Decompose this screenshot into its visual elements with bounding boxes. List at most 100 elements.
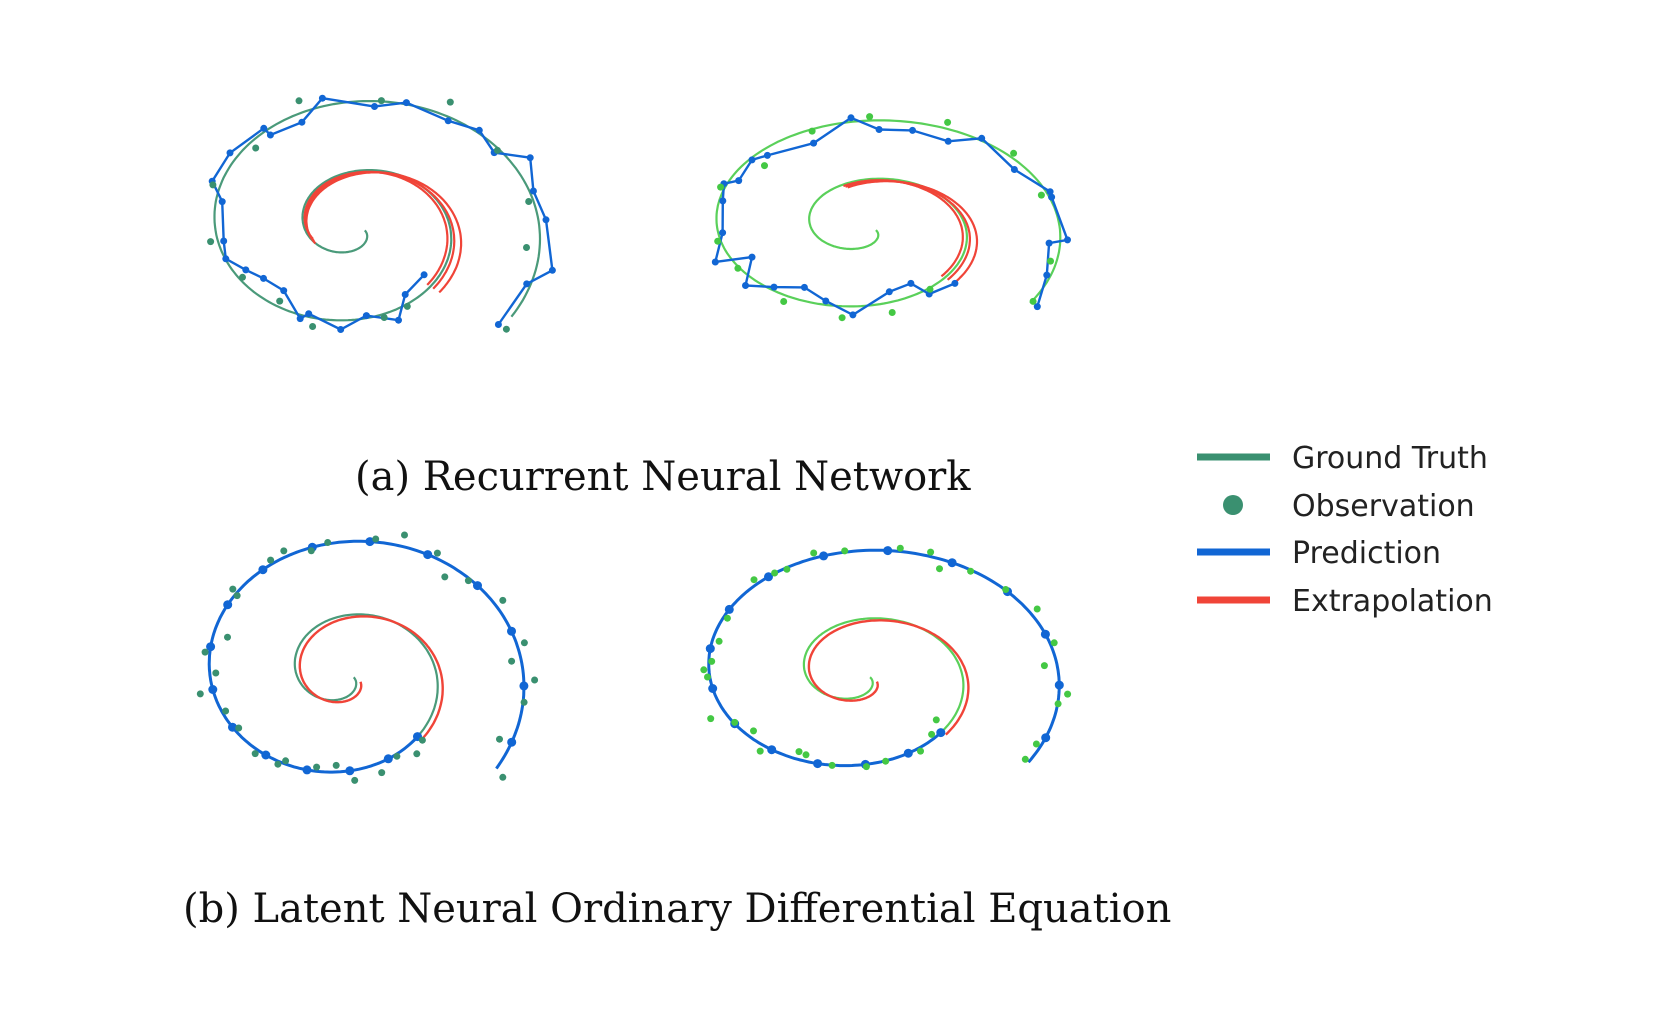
observation-point bbox=[704, 673, 711, 681]
prediction-curve bbox=[707, 548, 1061, 768]
prediction-point bbox=[1043, 271, 1051, 279]
prediction-point bbox=[1064, 236, 1071, 244]
prediction-point bbox=[302, 765, 312, 775]
prediction-point bbox=[708, 684, 718, 693]
observation-point bbox=[780, 298, 788, 305]
prediction-point bbox=[362, 312, 370, 320]
observation-point bbox=[761, 162, 768, 170]
observation-point bbox=[700, 666, 708, 674]
prediction-point bbox=[748, 253, 756, 261]
observation-point bbox=[771, 569, 779, 577]
legend-prediction-label: Prediction bbox=[1292, 536, 1441, 571]
prediction-point bbox=[909, 126, 916, 134]
observation-point bbox=[499, 596, 507, 604]
spiral-plots bbox=[196, 94, 1072, 784]
observation-point bbox=[750, 576, 758, 584]
prediction-point bbox=[395, 316, 402, 324]
prediction-point bbox=[507, 626, 516, 636]
prediction-point bbox=[944, 137, 952, 145]
prediction-point bbox=[444, 117, 452, 125]
observation-point bbox=[313, 763, 321, 771]
prediction-point bbox=[767, 745, 777, 755]
prediction-point bbox=[813, 759, 823, 769]
prediction-point bbox=[1045, 239, 1053, 247]
observation-point bbox=[882, 757, 890, 765]
observation-point bbox=[252, 144, 260, 152]
prediction-curve bbox=[210, 96, 554, 331]
observation-point bbox=[1010, 149, 1018, 157]
observation-point bbox=[808, 127, 816, 135]
caption-latent-ode: (b) Latent Neural Ordinary Differential … bbox=[183, 886, 1171, 932]
observation-point bbox=[295, 97, 303, 105]
observation-point bbox=[1032, 740, 1040, 748]
observation-point bbox=[207, 238, 215, 246]
legend-observation-label: Observation bbox=[1292, 489, 1475, 524]
observation-point bbox=[401, 531, 408, 539]
ground-truth-curve bbox=[715, 119, 1062, 308]
extrapolation-curve bbox=[305, 171, 463, 294]
prediction-point bbox=[218, 198, 226, 206]
prediction-point bbox=[305, 310, 313, 318]
observation-point bbox=[1021, 755, 1029, 763]
prediction-point bbox=[318, 94, 326, 102]
prediction-point bbox=[724, 604, 734, 614]
observation-point bbox=[525, 198, 533, 205]
observation-point bbox=[309, 323, 317, 330]
observation-point bbox=[499, 773, 507, 781]
ground-truth-curve bbox=[213, 100, 542, 322]
prediction-point bbox=[763, 151, 771, 159]
prediction-point bbox=[1054, 680, 1064, 690]
prediction-point bbox=[260, 124, 268, 132]
prediction-point bbox=[226, 149, 234, 157]
prediction-point bbox=[1040, 629, 1050, 639]
prediction-point bbox=[258, 565, 268, 575]
observation-point bbox=[927, 548, 935, 556]
prediction-point bbox=[1010, 166, 1018, 173]
observation-point bbox=[274, 760, 282, 768]
observation-point bbox=[734, 264, 742, 272]
observation-point bbox=[715, 637, 723, 645]
prediction-point bbox=[800, 283, 808, 291]
observation-point bbox=[708, 657, 716, 665]
prediction-point bbox=[228, 722, 237, 732]
legend-extrapolation-label: Extrapolation bbox=[1292, 584, 1493, 619]
legend-ground-truth-label: Ground Truth bbox=[1292, 441, 1488, 476]
prediction-point bbox=[494, 321, 502, 328]
prediction-point bbox=[519, 681, 529, 691]
observation-point bbox=[372, 535, 380, 543]
prediction-point bbox=[529, 187, 537, 195]
prediction-point bbox=[473, 581, 482, 591]
prediction-point bbox=[936, 728, 946, 738]
prediction-point bbox=[907, 279, 915, 287]
observation-point bbox=[828, 761, 836, 769]
prediction-point bbox=[337, 326, 345, 333]
prediction-point bbox=[223, 600, 233, 610]
observation-point bbox=[917, 747, 924, 755]
observation-point bbox=[276, 297, 284, 305]
prediction-point bbox=[402, 99, 410, 107]
observation-point bbox=[523, 244, 530, 251]
observation-point bbox=[413, 750, 421, 758]
observation-point bbox=[224, 633, 231, 641]
prediction-point bbox=[810, 139, 818, 147]
observation-point bbox=[707, 715, 715, 723]
observation-point bbox=[1002, 586, 1010, 593]
caption-rnn: (a) Recurrent Neural Network bbox=[355, 454, 971, 500]
observation-point bbox=[810, 549, 818, 557]
prediction-point bbox=[475, 126, 483, 134]
prediction-point bbox=[978, 134, 986, 142]
observation-point bbox=[441, 573, 449, 581]
prediction-point bbox=[383, 754, 393, 764]
prediction-point bbox=[885, 288, 893, 296]
prediction-point bbox=[822, 297, 830, 305]
observation-point bbox=[508, 657, 516, 665]
rnn-spiral-left bbox=[207, 94, 556, 333]
prediction-point bbox=[819, 551, 829, 561]
prediction-point bbox=[298, 118, 306, 126]
prediction-point bbox=[849, 311, 857, 319]
prediction-point bbox=[764, 572, 773, 582]
observation-point bbox=[1050, 639, 1058, 647]
observation-point bbox=[233, 592, 241, 600]
prediction-point bbox=[719, 197, 727, 205]
